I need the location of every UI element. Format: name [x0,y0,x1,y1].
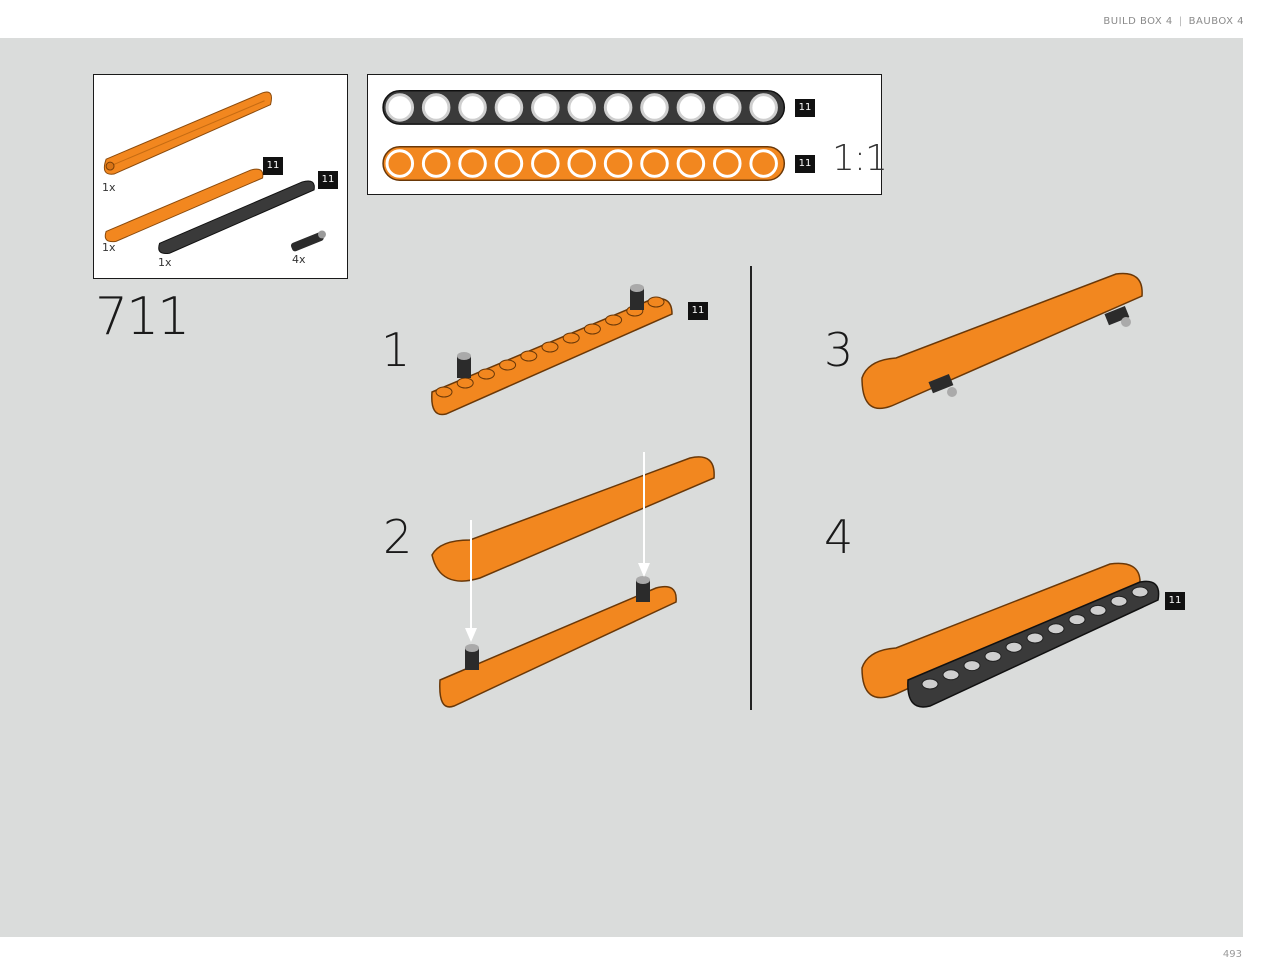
ruler-hole [713,93,742,122]
ruler-hole [603,93,633,122]
ruler-hole [749,93,778,122]
part-count-black-beam: 1x [158,256,172,269]
step1-length-tag: 11 [688,302,708,320]
orange-panel-part [103,91,272,175]
ruler-hole [494,93,524,122]
scale-label: 1:1 [832,138,888,179]
ruler-hole [421,149,451,178]
ruler-hole [531,93,560,122]
ruler-hole [640,149,669,178]
header-left: BUILD BOX 4 [1103,16,1173,27]
ruler-hole [713,149,742,178]
ruler-hole [567,149,596,178]
part-count-orange-beam: 1x [102,241,116,254]
scale-ruler-box: 11 11 [367,74,882,195]
ruler-beams [382,89,786,181]
ruler-hole [458,149,487,178]
substep-4-number: 4 [824,510,854,564]
part-count-panel: 1x [102,181,116,194]
step-divider [750,266,752,710]
ruler-hole [458,93,487,122]
ruler-hole [421,93,451,122]
orange-beam-part [104,168,264,243]
ruler-hole [494,149,524,178]
ruler-hole [385,149,415,178]
pin-part [290,230,326,252]
ruler-hole [531,149,560,178]
black-beam-part [158,180,315,255]
ruler-hole [640,93,669,122]
ruler-hole [676,149,706,178]
page-header: BUILD BOX 4 | BAUBOX 4 [1103,16,1244,27]
beam-length-tag-orange: 11 [263,157,283,175]
ruler-hole [567,93,596,122]
main-step-number: 711 [95,287,190,347]
ruler-hole [749,149,778,178]
substep-1-number: 1 [381,323,411,377]
ruler-tag-orange: 11 [795,155,815,173]
page-number: 493 [1222,949,1242,960]
beam-length-tag-black: 11 [318,171,338,189]
ruler-hole [385,93,415,122]
ruler-hole [676,93,706,122]
substep-3-number: 3 [824,323,854,377]
part-count-pin: 4x [292,253,306,266]
step4-length-tag: 11 [1165,592,1185,610]
header-separator: | [1178,16,1183,27]
ruler-tag-black: 11 [795,99,815,117]
header-right: BAUBOX 4 [1188,16,1244,27]
parts-illustration [103,91,326,255]
substep-2-number: 2 [383,510,413,564]
ruler-hole [603,149,633,178]
parts-list-box: 1x 1x 1x 4x 11 11 [93,74,348,279]
